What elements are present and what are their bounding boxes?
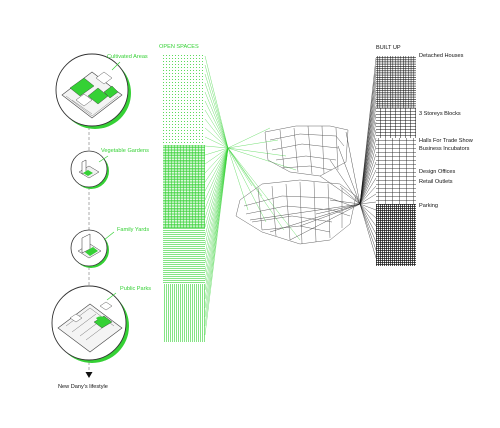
open-spaces-fan-lines bbox=[204, 55, 301, 336]
label-halls-trade-show: Halls For Trade Show bbox=[419, 138, 473, 144]
label-detached-houses: Detached Houses bbox=[419, 53, 464, 59]
storey-blocks-bar bbox=[376, 108, 416, 138]
detached-houses-bar bbox=[376, 56, 416, 108]
family-yards-illustration bbox=[70, 229, 109, 268]
public-parks-illustration bbox=[51, 285, 129, 363]
green-leader-lines bbox=[98, 61, 121, 301]
label-parking: Parking bbox=[419, 203, 438, 209]
footer-lifestyle-label: New Dany's lifestyle bbox=[58, 384, 108, 390]
label-cultivated-areas: Cultivated Areas bbox=[107, 54, 148, 60]
built-up-column bbox=[376, 56, 416, 266]
label-design-offices: Design Offices bbox=[419, 169, 456, 175]
built-up-heading: BUILT UP bbox=[376, 45, 401, 51]
parking-bar bbox=[376, 204, 416, 266]
halls-offices-bar bbox=[376, 138, 416, 204]
cultivated-areas-bar bbox=[163, 55, 205, 145]
label-storey-blocks: 3 Storeys Blocks bbox=[419, 111, 461, 117]
label-public-parks: Public Parks bbox=[120, 286, 152, 292]
vegetable-gardens-illustration bbox=[70, 150, 109, 189]
vegetable-gardens-bar bbox=[163, 145, 205, 228]
label-retail-outlets: Retail Outlets bbox=[419, 179, 453, 185]
built-up-fan-lines bbox=[249, 57, 377, 259]
timeline-arrow-icon bbox=[85, 372, 93, 378]
label-family-yards: Family Yards bbox=[117, 227, 150, 233]
central-wireframe-model bbox=[235, 125, 357, 245]
public-parks-bar bbox=[163, 284, 205, 342]
family-yards-bar bbox=[163, 228, 205, 284]
open-spaces-column bbox=[163, 55, 205, 342]
cultivated-areas-illustration bbox=[55, 53, 131, 129]
label-business-incubators: Business Incubators bbox=[419, 146, 470, 152]
label-vegetable-gardens: Vegetable Gardens bbox=[101, 148, 149, 154]
open-spaces-heading: OPEN SPACES bbox=[159, 44, 199, 50]
